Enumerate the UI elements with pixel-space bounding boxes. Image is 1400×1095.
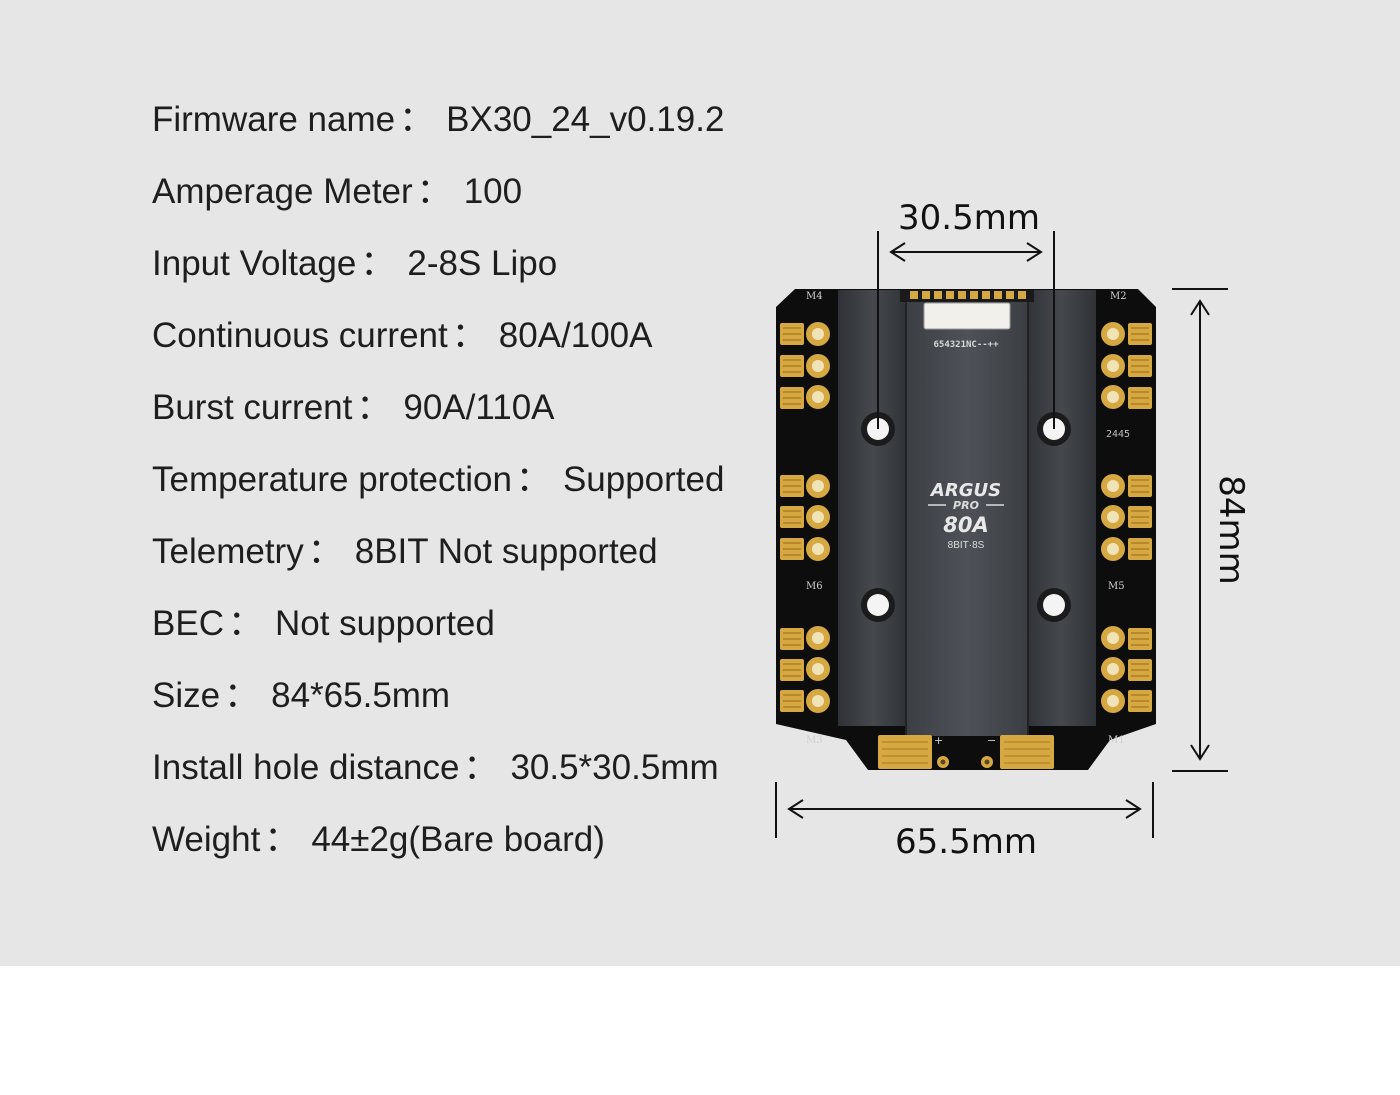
spec-list: Firmware name：BX30_24_v0.19.2 Amperage M…	[152, 98, 724, 890]
spec-value: 100	[463, 172, 523, 211]
spec-separator: ：	[307, 532, 343, 571]
connector-header	[900, 290, 1034, 330]
spec-install-hole-distance: Install hole distance： 30.5*30.5mm	[152, 746, 724, 818]
spec-label: Amperage Meter	[152, 172, 413, 211]
spec-label: Telemetry	[152, 532, 304, 571]
dimension-width	[775, 782, 1154, 838]
batch-code: 2445	[1106, 429, 1130, 440]
spec-label: BEC	[152, 604, 224, 643]
spec-value: 80A/100A	[498, 316, 653, 355]
current-rating: 80A	[943, 513, 988, 537]
spec-value: 90A/110A	[403, 388, 555, 427]
spec-label: Weight	[152, 820, 261, 859]
height-label: 84mm	[1210, 475, 1251, 585]
spec-temperature-protection: Temperature protection： Supported	[152, 458, 724, 530]
spec-continuous-current: Continuous current： 80A/100A	[152, 314, 724, 386]
spec-size: Size： 84*65.5mm	[152, 674, 724, 746]
spec-value: 44±2g(Bare board)	[311, 820, 605, 859]
spec-value: BX30_24_v0.19.2	[446, 100, 725, 139]
spec-value: Not supported	[274, 604, 495, 643]
spec-separator: ：	[451, 316, 487, 355]
spec-value: 8BIT Not supported	[354, 532, 658, 571]
spec-label: Temperature protection	[152, 460, 512, 499]
spec-label: Firmware name	[152, 100, 396, 139]
pad-plus-label: +	[934, 734, 943, 747]
spec-amperage-meter: Amperage Meter： 100	[152, 170, 724, 242]
pad-minus-label: −	[987, 734, 996, 747]
motor-label-m2: M2	[1110, 291, 1127, 302]
motor-label-m3: M3	[806, 735, 823, 746]
product-spec-panel	[0, 0, 1400, 966]
spec-label: Install hole distance	[152, 748, 460, 787]
spec-separator: ：	[356, 388, 392, 427]
spec-input-voltage: Input Voltage： 2-8S Lipo	[152, 242, 724, 314]
spec-separator: ：	[360, 244, 396, 283]
motor-label-m5: M5	[1108, 581, 1125, 592]
battery-pad-negative	[1000, 735, 1054, 769]
spec-separator: ：	[264, 820, 300, 859]
spec-burst-current: Burst current： 90A/110A	[152, 386, 724, 458]
spec-separator: ：	[416, 172, 452, 211]
spec-separator: ：	[515, 460, 551, 499]
heatsink-left-wing	[838, 290, 908, 726]
spec-value: Supported	[562, 460, 725, 499]
brand-series: PRO	[953, 499, 979, 512]
spec-separator: ：	[399, 100, 435, 139]
spec-label: Size	[152, 676, 221, 715]
spec-label: Input Voltage	[152, 244, 357, 283]
dimension-hole-spacing	[877, 231, 1055, 429]
spec-value: 2-8S Lipo	[407, 244, 558, 283]
motor-label-m4: M4	[806, 291, 823, 302]
spec-firmware-name: Firmware name： BX30_24_v0.19.2	[152, 98, 724, 170]
spec-value: 84*65.5mm	[271, 676, 451, 715]
mount-hole-bottom-left	[861, 588, 895, 622]
spec-separator: ：	[463, 748, 499, 787]
connector-code: 654321NC--++	[933, 340, 999, 350]
heatsink-center	[906, 296, 1028, 736]
motor-label-m1: M1	[1108, 735, 1125, 746]
brand-logo: ARGUS	[929, 480, 1001, 501]
spec-value: 30.5*30.5mm	[510, 748, 719, 787]
spec-separator: ：	[227, 604, 263, 643]
motor-label-m6: M6	[806, 581, 823, 592]
board-spec: 8BIT·8S	[948, 540, 985, 551]
solder-via-right	[981, 756, 993, 768]
heatsink-right-wing	[1026, 290, 1096, 726]
mount-hole-bottom-right	[1037, 588, 1071, 622]
spec-label: Burst current	[152, 388, 353, 427]
spec-separator: ：	[224, 676, 260, 715]
width-label: 65.5mm	[895, 822, 1037, 862]
spec-bec: BEC： Not supported	[152, 602, 724, 674]
battery-pad-positive	[878, 735, 932, 769]
spec-telemetry: Telemetry： 8BIT Not supported	[152, 530, 724, 602]
dimension-height	[1172, 288, 1228, 772]
solder-via-left	[937, 756, 949, 768]
spec-label: Continuous current	[152, 316, 448, 355]
hole-spacing-label: 30.5mm	[898, 198, 1040, 238]
spec-weight: Weight： 44±2g(Bare board)	[152, 818, 724, 890]
